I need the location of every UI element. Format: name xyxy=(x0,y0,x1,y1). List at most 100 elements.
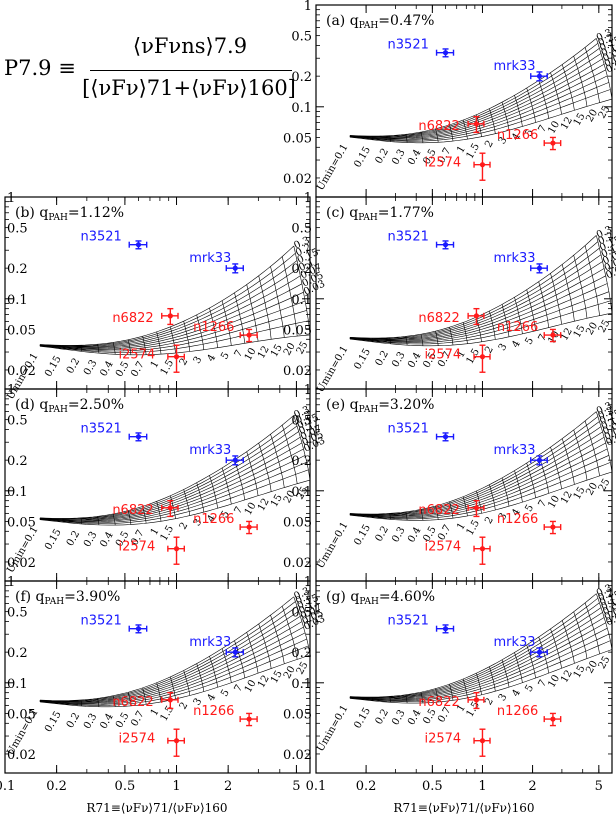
umin-label: 0.5 xyxy=(114,711,131,730)
umin-curve xyxy=(420,334,424,346)
umin-label: 20 xyxy=(282,341,298,358)
x-tick-label: 0.1 xyxy=(306,779,327,794)
umin-curve xyxy=(389,513,391,520)
data-point-mrk33: mrk33 xyxy=(493,251,548,274)
point-marker xyxy=(536,649,543,655)
data-point-mrk33: mrk33 xyxy=(189,635,244,658)
umin-label: 0.2 xyxy=(374,707,391,726)
umin-label: 5 xyxy=(219,509,232,520)
point-label: n6822 xyxy=(112,695,153,710)
point-marker xyxy=(442,50,449,56)
umin-label: 0.5 xyxy=(421,707,438,726)
data-point-i2574: i2574 xyxy=(424,728,491,757)
umin-curve xyxy=(196,663,205,692)
point-marker xyxy=(536,457,543,463)
umin-curve xyxy=(476,317,482,342)
y-tick-label: 0.2 xyxy=(7,454,28,469)
data-point-n1266: n1266 xyxy=(497,704,562,727)
umin-label: 2 xyxy=(178,700,191,711)
umin-curve xyxy=(281,256,298,337)
umin-label: 0.15 xyxy=(352,523,373,548)
y-tick-label: 0.1 xyxy=(7,677,28,692)
umin-label: 4 xyxy=(510,131,523,142)
y-tick-label: 0.1 xyxy=(291,101,312,116)
data-point-mrk33: mrk33 xyxy=(189,443,244,466)
panel-frame xyxy=(315,580,613,774)
umin-label: 7 xyxy=(537,123,550,134)
umin-label: 5 xyxy=(219,351,232,362)
point-label: mrk33 xyxy=(493,635,535,650)
y-tick-label: 0.5 xyxy=(7,414,28,429)
x-axis-label: R71≡⟨νFν⟩71/⟨νFν⟩160 xyxy=(393,801,534,815)
umin-label: 1 xyxy=(455,521,468,532)
umin-curve xyxy=(127,692,132,706)
y-tick-label: 0.2 xyxy=(291,454,312,469)
y-tick-label: 0.05 xyxy=(7,515,36,530)
umin-curve xyxy=(550,72,562,115)
umin-curve xyxy=(573,429,588,481)
umin-curve xyxy=(170,495,176,519)
umin-curve xyxy=(80,700,82,707)
chart-panel-d: 10.50.20.10.050.02(d) qPAH=2.50%Umin=0.1… xyxy=(4,383,327,582)
panel-title: (c) qPAH=1.77% xyxy=(326,205,434,223)
umin-curve xyxy=(112,513,116,526)
umin-curve xyxy=(584,420,600,476)
umin-label: 5 xyxy=(523,683,536,694)
point-label: i2574 xyxy=(424,348,461,363)
point-marker xyxy=(442,434,449,440)
umin-label: 4 xyxy=(206,513,219,524)
y-tick-label: 1 xyxy=(304,575,312,590)
point-marker xyxy=(442,626,449,632)
y-tick-label: 0.5 xyxy=(291,606,312,621)
data-point-n1266: n1266 xyxy=(497,512,562,535)
umin-curve xyxy=(489,108,496,134)
umin-label: 1 xyxy=(149,707,162,718)
y-tick-label: 0.5 xyxy=(291,414,312,429)
model-grid: Umin=0.10.150.20.30.40.50.711.5234571012… xyxy=(315,224,616,394)
point-marker xyxy=(232,265,238,271)
umin-label: 2 xyxy=(483,515,496,526)
umin-label: 0.15 xyxy=(43,709,64,734)
umin-label: 0.2 xyxy=(65,356,82,375)
point-label: n6822 xyxy=(418,119,459,134)
umin-curve xyxy=(462,496,468,517)
point-label: n1266 xyxy=(497,512,538,527)
umin-curve xyxy=(476,673,482,695)
gamma-curve xyxy=(349,89,611,142)
umin-curve xyxy=(596,411,613,473)
y-tick-label: 0.02 xyxy=(283,172,312,187)
umin-curve xyxy=(183,670,191,696)
umin-curve xyxy=(80,517,82,524)
x-tick-label: 0.5 xyxy=(115,779,136,794)
panel-title: (f) qPAH=3.90% xyxy=(15,589,120,607)
umin-curve xyxy=(246,451,259,496)
umin-curve xyxy=(596,593,613,650)
point-marker xyxy=(173,738,180,744)
umin-curve xyxy=(389,696,391,703)
point-label: n1266 xyxy=(497,704,538,719)
y-tick-label: 0.05 xyxy=(7,707,36,722)
umin-curve xyxy=(142,687,147,705)
umin-label: 0.4 xyxy=(98,359,115,378)
point-label: n6822 xyxy=(418,311,459,326)
umin-curve xyxy=(561,64,575,111)
point-marker xyxy=(135,434,142,440)
data-point-n1266: n1266 xyxy=(193,320,258,343)
umin-curve xyxy=(127,339,132,355)
umin-label: 10 xyxy=(243,346,259,363)
umin-curve xyxy=(196,314,205,350)
x-tick-label: 2 xyxy=(224,779,232,794)
umin-label: 12 xyxy=(559,668,575,685)
umin-label: 20 xyxy=(282,489,298,506)
point-label: n1266 xyxy=(497,128,538,143)
umin-curve xyxy=(435,505,439,520)
umin-curve xyxy=(561,264,575,322)
y-tick-label: 0.5 xyxy=(291,30,312,45)
y-tick-label: 1 xyxy=(304,0,312,14)
umin-curve xyxy=(584,245,600,316)
umin-curve xyxy=(501,477,510,507)
umin-label: 0.3 xyxy=(82,358,99,377)
gamma-curve xyxy=(39,469,309,524)
umin-label: 3 xyxy=(192,355,205,366)
